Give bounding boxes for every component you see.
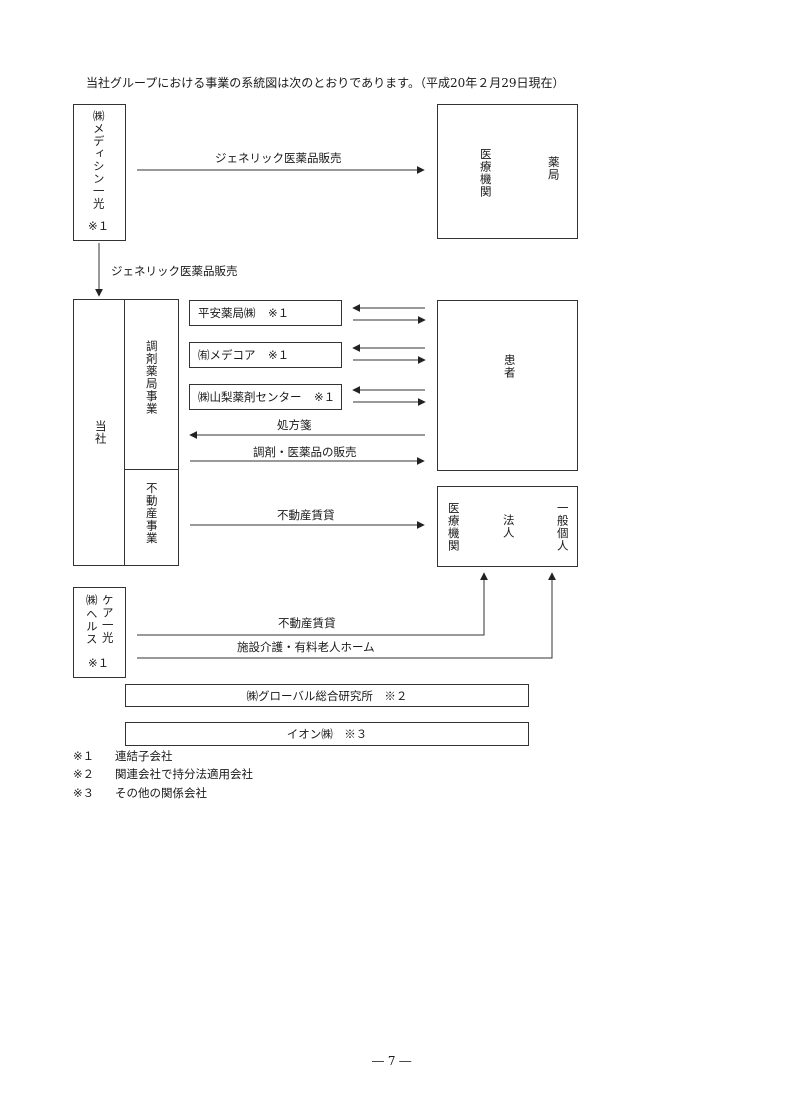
label-real-estate-2: 不動産賃貸 bbox=[278, 616, 336, 630]
subsidiary-heian-note: ※１ bbox=[268, 306, 290, 320]
legend-text-2: 関連会社で持分法適用会社 bbox=[115, 767, 253, 781]
legend-text-1: 連結子会社 bbox=[115, 749, 173, 763]
company-box bbox=[73, 299, 179, 566]
label-dispensing-sales: 調剤・医薬品の販売 bbox=[253, 445, 357, 459]
care-health-prefix: ㈱ bbox=[84, 594, 99, 607]
individual-label: 一般個人 bbox=[555, 502, 570, 552]
segment-pharmacy: 調剤薬局事業 bbox=[144, 340, 159, 415]
care-health-col-left: ヘルス bbox=[84, 608, 99, 646]
care-health-note: ※１ bbox=[88, 656, 110, 670]
subsidiary-yamanashi-name: ㈱山梨薬剤センター bbox=[198, 390, 302, 404]
global-research-box: ㈱グローバル総合研究所 ※２ bbox=[125, 684, 529, 707]
subsidiary-medecore-box: ㈲メデコア ※１ bbox=[189, 342, 342, 368]
medical-corp-individual-box bbox=[437, 486, 578, 567]
medicine-ikko-box bbox=[73, 104, 126, 241]
aeon-label: イオン㈱ ※３ bbox=[286, 727, 368, 741]
subsidiary-heian-name: 平安薬局㈱ bbox=[198, 306, 256, 320]
medicine-ikko-name: ㈱メディシン一光 bbox=[91, 110, 106, 210]
subsidiary-medecore-note: ※１ bbox=[268, 348, 290, 362]
label-generic-sale-1: ジェネリック医薬品販売 bbox=[215, 151, 342, 165]
company-name: 当社 bbox=[93, 420, 108, 445]
company-divider-vertical bbox=[124, 299, 125, 566]
legend-mark-3: ※３ bbox=[73, 786, 95, 800]
arrow-real-estate-2 bbox=[137, 572, 488, 636]
care-health-col-right: ケア一光 bbox=[100, 594, 115, 644]
global-research-label: ㈱グローバル総合研究所 ※２ bbox=[246, 689, 408, 703]
subsidiary-yamanashi-note: ※１ bbox=[314, 390, 336, 404]
legend-mark-2: ※２ bbox=[73, 767, 95, 781]
care-health-box bbox=[73, 587, 126, 678]
company-divider-horizontal bbox=[124, 469, 179, 470]
page-number: ― 7 ― bbox=[372, 1054, 412, 1068]
subsidiary-heian-box: 平安薬局㈱ ※１ bbox=[189, 300, 342, 326]
pharmacy-label: 薬局 bbox=[546, 156, 561, 181]
medical-institution-label-2: 医療機関 bbox=[446, 502, 461, 552]
aeon-box: イオン㈱ ※３ bbox=[125, 722, 529, 746]
corporation-label: 法人 bbox=[501, 514, 516, 539]
label-real-estate-1: 不動産賃貸 bbox=[277, 508, 335, 522]
segment-real-estate: 不動産事業 bbox=[144, 482, 159, 545]
subsidiary-yamanashi-box: ㈱山梨薬剤センター ※１ bbox=[189, 384, 342, 410]
label-generic-sale-2: ジェネリック医薬品販売 bbox=[111, 264, 238, 278]
label-prescription: 処方箋 bbox=[277, 418, 312, 432]
legend-text-3: その他の関係会社 bbox=[115, 786, 207, 800]
arrow-nursing bbox=[137, 572, 556, 659]
subsidiary-medecore-name: ㈲メデコア bbox=[198, 348, 256, 362]
medical-institution-label: 医療機関 bbox=[478, 148, 493, 198]
medicine-ikko-note: ※１ bbox=[88, 219, 110, 233]
patient-label: 患者 bbox=[502, 354, 517, 379]
intro-text: 当社グループにおける事業の系統図は次のとおりであります。（平成20年２月29日現… bbox=[86, 76, 565, 90]
patient-box bbox=[437, 300, 578, 471]
medical-pharmacy-box bbox=[437, 104, 578, 239]
label-nursing: 施設介護・有料老人ホーム bbox=[237, 640, 375, 654]
legend-mark-1: ※１ bbox=[73, 749, 95, 763]
